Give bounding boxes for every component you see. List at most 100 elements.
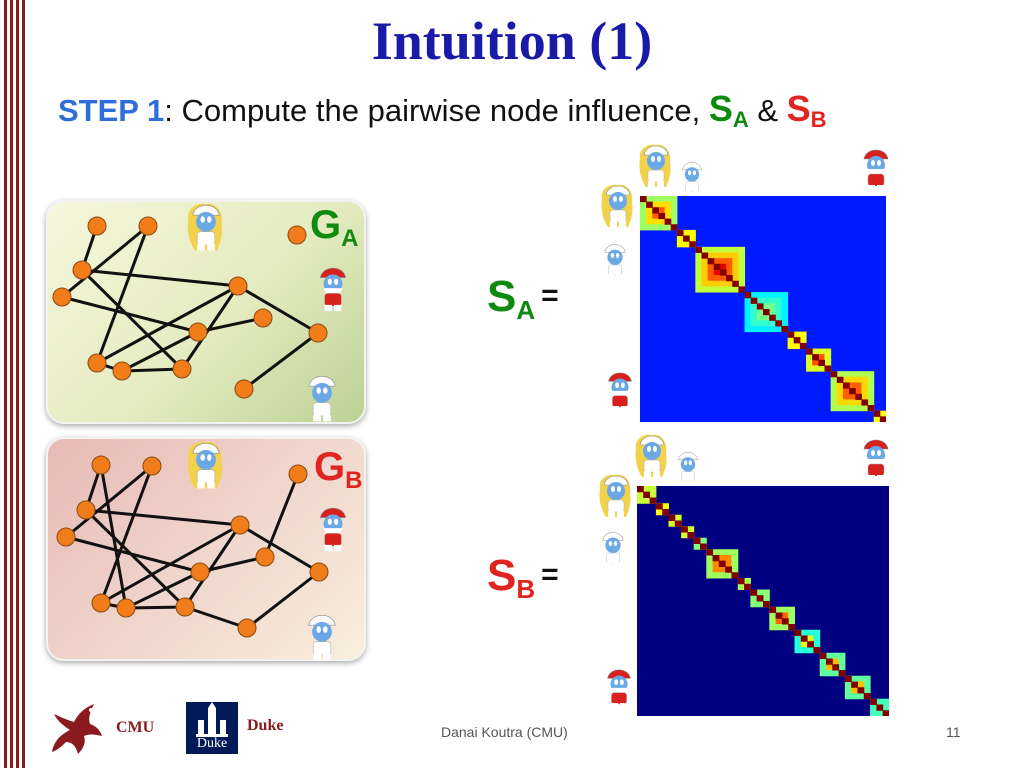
heatmap-s-a <box>640 196 886 422</box>
heatmap-cell <box>713 269 721 276</box>
heatmap-diagonal-cell <box>870 698 877 705</box>
heatmap-cell <box>726 263 733 270</box>
heatmap-cell <box>676 241 684 248</box>
heatmap-diagonal-cell <box>867 405 875 412</box>
heatmap-cell <box>842 388 850 395</box>
heatmap-diagonal-cell <box>700 543 707 550</box>
graph-b-edge <box>125 605 186 610</box>
heatmap-cell <box>863 687 871 694</box>
heatmap-cell <box>763 292 770 299</box>
graph-a-edge <box>237 284 319 335</box>
heatmap-cell <box>707 269 715 276</box>
heatmap-diagonal-cell <box>806 348 813 355</box>
heatmap-cell <box>769 320 776 327</box>
graph-b-edge <box>84 508 187 609</box>
heatmap-cell <box>726 286 733 293</box>
heatmap-cell <box>794 641 802 648</box>
heatmap-cell <box>744 303 752 310</box>
heatmap-diagonal-cell <box>882 710 889 716</box>
baby-smurf-icon <box>682 162 702 196</box>
step-label: STEP 1 <box>58 93 165 128</box>
heatmap-cell <box>763 297 770 304</box>
heatmap-cell <box>643 497 651 504</box>
heatmap-cell <box>646 212 653 220</box>
heatmap-cell <box>750 595 758 602</box>
heatmap-diagonal-cell <box>683 235 690 242</box>
heatmap-cell <box>882 698 889 705</box>
heatmap-cell <box>738 269 746 276</box>
heatmap-diagonal-cell <box>658 212 666 220</box>
heatmap-cell <box>873 416 881 422</box>
heatmap-cell <box>701 286 709 293</box>
heatmap-cell <box>756 320 764 327</box>
graph-b-node <box>91 455 111 475</box>
heatmap-cell <box>701 246 709 253</box>
heatmap-cell <box>826 664 833 671</box>
heatmap-cell <box>712 560 720 567</box>
heatmap-cell <box>719 286 727 293</box>
heatmap-cell <box>658 207 666 214</box>
graph-b-node <box>288 464 308 484</box>
heatmap-cell <box>812 348 819 355</box>
heatmap-diagonal-cell <box>849 388 856 395</box>
heatmap-cell <box>842 405 850 412</box>
s-b-equals: SB= <box>487 551 559 605</box>
graph-a-edge <box>121 330 199 373</box>
heatmap-cell <box>882 704 889 711</box>
heatmap-cell <box>769 309 776 316</box>
heatmap-diagonal-cell <box>646 201 653 208</box>
heatmap-cell <box>849 371 856 378</box>
heatmap-diagonal-cell <box>643 491 651 498</box>
duke-logo-text: Duke <box>196 736 228 751</box>
heatmap-cell <box>732 246 739 253</box>
heatmap-cell <box>855 371 862 378</box>
heatmap-cell <box>718 572 726 579</box>
heatmap-cell <box>683 229 690 237</box>
heatmap-cell <box>750 292 758 299</box>
heatmap-diagonal-cell <box>732 280 739 287</box>
papa-smurf-icon <box>608 372 632 412</box>
heatmap-cell <box>643 486 651 493</box>
heatmap-cell <box>658 218 666 225</box>
heatmap-cell <box>674 514 682 521</box>
heatmap-diagonal-cell <box>861 399 869 406</box>
heatmap-cell <box>744 578 751 585</box>
heatmap-diagonal-cell <box>873 410 881 417</box>
heatmap-cell <box>726 269 733 276</box>
heatmap-diagonal-cell <box>718 560 726 567</box>
s-a-inline: SA <box>708 88 749 132</box>
heatmap-diagonal-cell <box>844 675 852 682</box>
heatmap-cell <box>775 624 783 631</box>
heatmap-cell <box>800 629 808 636</box>
heatmap-cell <box>842 371 850 378</box>
heatmap-cell <box>849 399 856 406</box>
heatmap-cell <box>788 606 795 613</box>
heatmap-cell <box>838 652 846 659</box>
heatmap-cell <box>775 314 782 321</box>
graph-a-node <box>234 379 254 399</box>
heatmap-cell <box>731 555 739 562</box>
heatmap-cell <box>693 543 701 550</box>
heatmap-cell <box>750 320 758 327</box>
heatmap-cell <box>793 342 801 350</box>
graph-a-node <box>172 359 192 379</box>
heatmap-diagonal-cell <box>655 503 663 510</box>
heatmap-diagonal-cell <box>738 286 746 293</box>
heatmap-diagonal-cell <box>781 618 789 625</box>
heatmap-cell <box>813 635 821 642</box>
heatmap-diagonal-cell <box>725 566 732 573</box>
heatmap-cell <box>870 704 877 711</box>
graph-a-edge <box>243 331 319 391</box>
heatmap-cell <box>732 252 739 259</box>
heatmap-cell <box>731 566 739 573</box>
graph-b-node <box>142 456 162 476</box>
graph-a-edge <box>61 224 149 299</box>
heatmap-cell <box>867 371 875 378</box>
heatmap-cell <box>844 681 852 688</box>
heatmap-cell <box>701 280 709 287</box>
heatmap-cell <box>763 325 770 333</box>
heatmap-cell <box>824 359 832 366</box>
heatmap-cell <box>707 286 715 293</box>
